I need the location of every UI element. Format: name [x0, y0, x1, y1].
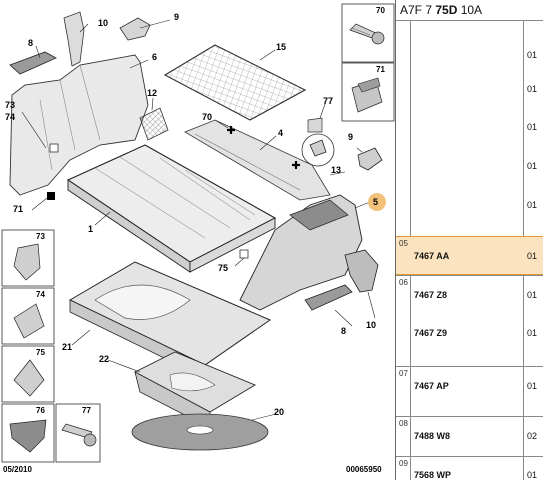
callout-10b: 10 — [366, 320, 376, 330]
callout-9b: 9 — [348, 132, 353, 142]
inset-77-screw[interactable]: 77 — [55, 403, 101, 463]
qty-cell: 01 — [527, 290, 538, 300]
qty-cell: 01 — [527, 470, 538, 480]
part-1-trunk-floor[interactable] — [66, 144, 277, 273]
inset-73-fastener[interactable]: 73 — [1, 229, 55, 287]
part-10-right-bracket[interactable] — [344, 249, 379, 293]
part-77-clip-center[interactable] — [307, 117, 323, 133]
inset-74-fastener[interactable]: 74 — [1, 287, 55, 345]
callout-10: 10 — [98, 18, 108, 28]
reference-cell: 7488 W8 — [414, 431, 451, 441]
reference-cell: 7467 AP — [414, 381, 449, 391]
part-75-marker — [239, 249, 249, 259]
qty-cell: 02 — [527, 431, 538, 441]
callout-22: 22 — [99, 354, 109, 364]
sequence-cell: 07 — [399, 369, 408, 378]
part-13-hook[interactable] — [301, 133, 335, 167]
part-71-marker — [47, 192, 55, 200]
qty-cell: 01 — [527, 161, 538, 171]
header-suffix: 10A — [457, 3, 483, 17]
row-divider — [396, 20, 543, 21]
callout-70: 70 — [202, 112, 212, 122]
callout-6: 6 — [152, 52, 157, 62]
callout-4: 4 — [278, 128, 283, 138]
part-12-mesh[interactable] — [139, 107, 169, 141]
part-10-bracket-top[interactable] — [63, 11, 85, 67]
part-73-74-marker — [49, 143, 59, 153]
qty-cell: 01 — [527, 381, 538, 391]
callout-74: 74 — [5, 112, 15, 122]
callout-13: 13 — [331, 165, 341, 175]
callout-1: 1 — [88, 224, 93, 234]
callout-9: 9 — [174, 12, 179, 22]
parts-row[interactable]: 06 7467 Z8 01 7467 Z9 01 — [396, 275, 543, 365]
reference-cell: 7568 WP — [414, 470, 452, 480]
part-8-pad-left[interactable] — [9, 51, 57, 75]
panel-header: A7F 7 75D 10A — [396, 0, 543, 20]
inset-71-label: 71 — [376, 65, 385, 74]
inset-70-label: 70 — [376, 6, 385, 15]
header-code: 75D — [435, 3, 458, 17]
part-5-right-side-trim[interactable] — [239, 194, 363, 311]
qty-cell: 01 — [527, 50, 538, 60]
inset-77-label: 77 — [82, 406, 91, 415]
inset-75-fastener[interactable]: 75 — [1, 345, 55, 403]
qty-cell: 01 — [527, 84, 538, 94]
callout-5: 5 — [373, 197, 378, 207]
diagram-date: 05/2010 — [3, 465, 32, 474]
part-9-clip-top[interactable] — [119, 17, 151, 41]
part-20-mat[interactable] — [131, 413, 269, 451]
inset-70-screw[interactable]: 70 — [341, 3, 395, 63]
qty-cell: 01 — [527, 328, 538, 338]
part-22-tool-box[interactable] — [134, 351, 256, 429]
callout-21: 21 — [62, 342, 72, 352]
leader-lines — [21, 19, 376, 421]
callout-8b: 8 — [341, 326, 346, 336]
callout-73: 73 — [5, 100, 15, 110]
sequence-cell: 05 — [399, 239, 408, 248]
part-15-luggage-net[interactable] — [163, 44, 307, 121]
callout-15: 15 — [276, 42, 286, 52]
inset-73-label: 73 — [36, 232, 45, 241]
part-9-clip-right[interactable] — [357, 147, 383, 171]
row-divider — [396, 456, 543, 457]
header-prefix: A7F 7 — [400, 3, 436, 17]
parts-row-1[interactable]: 01 01 01 01 01 — [396, 20, 543, 236]
inset-76-fastener[interactable]: 76 — [1, 403, 55, 463]
callout-75: 75 — [218, 263, 228, 273]
inset-74-label: 74 — [36, 290, 45, 299]
parts-list-panel: A7F 7 75D 10A 01 01 01 01 01 05 7467 AA … — [395, 0, 543, 480]
row-divider — [396, 366, 543, 367]
part-70-screw-marks — [227, 126, 300, 169]
callout-71: 71 — [13, 204, 23, 214]
qty-cell: 01 — [527, 122, 538, 132]
row-divider — [396, 416, 543, 417]
callout-20: 20 — [274, 407, 284, 417]
parts-row-selected[interactable]: 05 7467 AA 01 — [396, 236, 543, 275]
reference-cell: 7467 AA — [414, 251, 450, 261]
callout-12: 12 — [147, 88, 157, 98]
row-divider — [396, 275, 543, 276]
qty-cell: 01 — [527, 200, 538, 210]
callout-77: 77 — [323, 96, 333, 106]
parts-row[interactable]: 08 7488 W8 02 — [396, 416, 543, 456]
highlighted-callout-bg — [368, 193, 386, 211]
sequence-cell: 06 — [399, 278, 408, 287]
inset-75-label: 75 — [36, 348, 45, 357]
part-8-pad-right[interactable] — [304, 284, 353, 311]
part-4-sill-trim[interactable] — [184, 119, 331, 201]
callout-labels: 8 10 9 6 73 74 15 12 70 4 77 9 13 5 1 71… — [5, 12, 386, 417]
qty-cell: 01 — [527, 251, 538, 261]
sequence-cell: 08 — [399, 419, 408, 428]
sequence-cell: 09 — [399, 459, 408, 468]
inset-71-clip[interactable]: 71 — [341, 62, 395, 122]
parts-row[interactable]: 09 7568 WP 01 — [396, 456, 543, 480]
parts-diagram: 8 10 9 6 73 74 15 12 70 4 77 9 13 5 1 71… — [1, 3, 395, 474]
parts-row[interactable]: 07 7467 AP 01 — [396, 366, 543, 416]
diagram-reference: 00065950 — [346, 465, 382, 474]
reference-cell: 7467 Z9 — [414, 328, 448, 338]
inset-76-label: 76 — [36, 406, 45, 415]
reference-cell: 7467 Z8 — [414, 290, 448, 300]
callout-8: 8 — [28, 38, 33, 48]
